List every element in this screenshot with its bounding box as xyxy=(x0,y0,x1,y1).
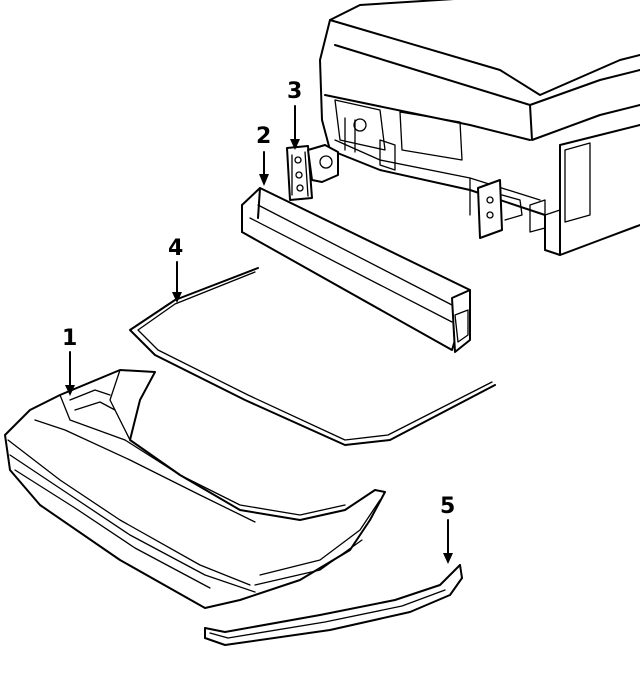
callout-4: 4 xyxy=(168,236,183,261)
leader-lines xyxy=(65,105,453,564)
vehicle-rear-body xyxy=(319,0,640,256)
callout-1: 1 xyxy=(62,326,77,351)
part-2-reinforcement xyxy=(241,187,471,353)
part-4-upper-seal xyxy=(129,267,496,446)
part-5-lower-strip xyxy=(204,564,463,646)
callout-5: 5 xyxy=(440,494,455,519)
callout-3: 3 xyxy=(287,79,302,104)
part-3-bracket xyxy=(286,144,339,201)
part-1-bumper-cover xyxy=(4,369,386,609)
callout-2: 2 xyxy=(256,124,271,149)
